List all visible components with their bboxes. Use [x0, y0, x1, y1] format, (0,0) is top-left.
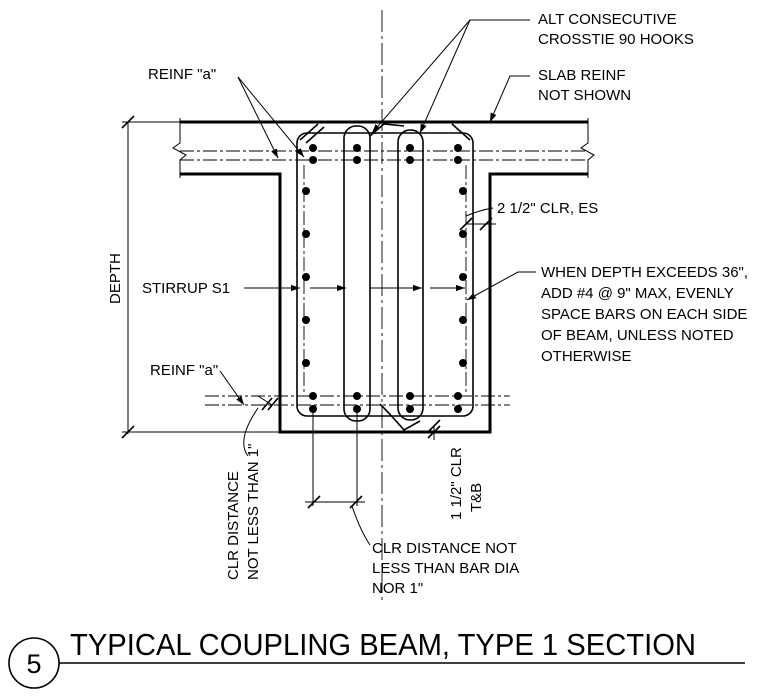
clr-es-label: 2 1/2" CLR, ES — [497, 200, 598, 217]
depth-note-line-5: OTHERWISE — [541, 348, 632, 365]
side-reinf-lines — [303, 165, 467, 392]
reinf-a-top-label: REINF "a" — [148, 66, 216, 83]
title-block: 5 TYPICAL COUPLING BEAM, TYPE 1 SECTION — [8, 627, 745, 689]
drawing-title: TYPICAL COUPLING BEAM, TYPE 1 SECTION — [70, 627, 696, 662]
rebar-dots — [302, 144, 467, 413]
clr-distance-label-2: NOT LESS THAN 1" — [245, 444, 262, 580]
alt-crosstie-label-2: CROSSTIE 90 HOOKS — [538, 31, 694, 48]
depth-note-line-3: SPACE BARS ON EACH SIDE — [541, 306, 747, 323]
crossties — [343, 123, 424, 432]
clr-distance-label-1: CLR DISTANCE — [225, 471, 242, 580]
depth-dimension — [121, 115, 280, 439]
depth-note-line-1: WHEN DEPTH EXCEEDS 36", — [541, 264, 748, 281]
leader-lines — [219, 19, 536, 546]
stirrup-label: STIRRUP S1 — [142, 280, 230, 297]
concrete-outline — [172, 118, 595, 434]
slab-reinf-lines — [180, 150, 588, 161]
clr-tb-label-2: T&B — [468, 483, 485, 512]
clr-bar-label-2: LESS THAN BAR DIA — [372, 560, 519, 577]
labels: ALT CONSECUTIVE CROSSTIE 90 HOOKS SLAB R… — [107, 11, 748, 597]
alt-crosstie-label-1: ALT CONSECUTIVE — [538, 11, 677, 28]
clr-tb-label-1: 1 1/2" CLR — [448, 447, 465, 520]
depth-label: DEPTH — [107, 253, 124, 304]
clr-bar-label-3: NOR 1" — [372, 580, 423, 597]
reinf-a-bottom-label: REINF "a" — [150, 362, 218, 379]
slab-reinf-label-2: NOT SHOWN — [538, 87, 631, 104]
depth-note-line-2: ADD #4 @ 9" MAX, EVENLY — [541, 285, 734, 302]
depth-note-line-4: OF BEAM, UNLESS NOTED — [541, 327, 734, 344]
stirrup-s1 — [296, 123, 474, 417]
detail-number: 5 — [26, 649, 41, 679]
clr-bar-label-1: CLR DISTANCE NOT — [372, 540, 517, 557]
slab-reinf-label-1: SLAB REINF — [538, 67, 626, 84]
